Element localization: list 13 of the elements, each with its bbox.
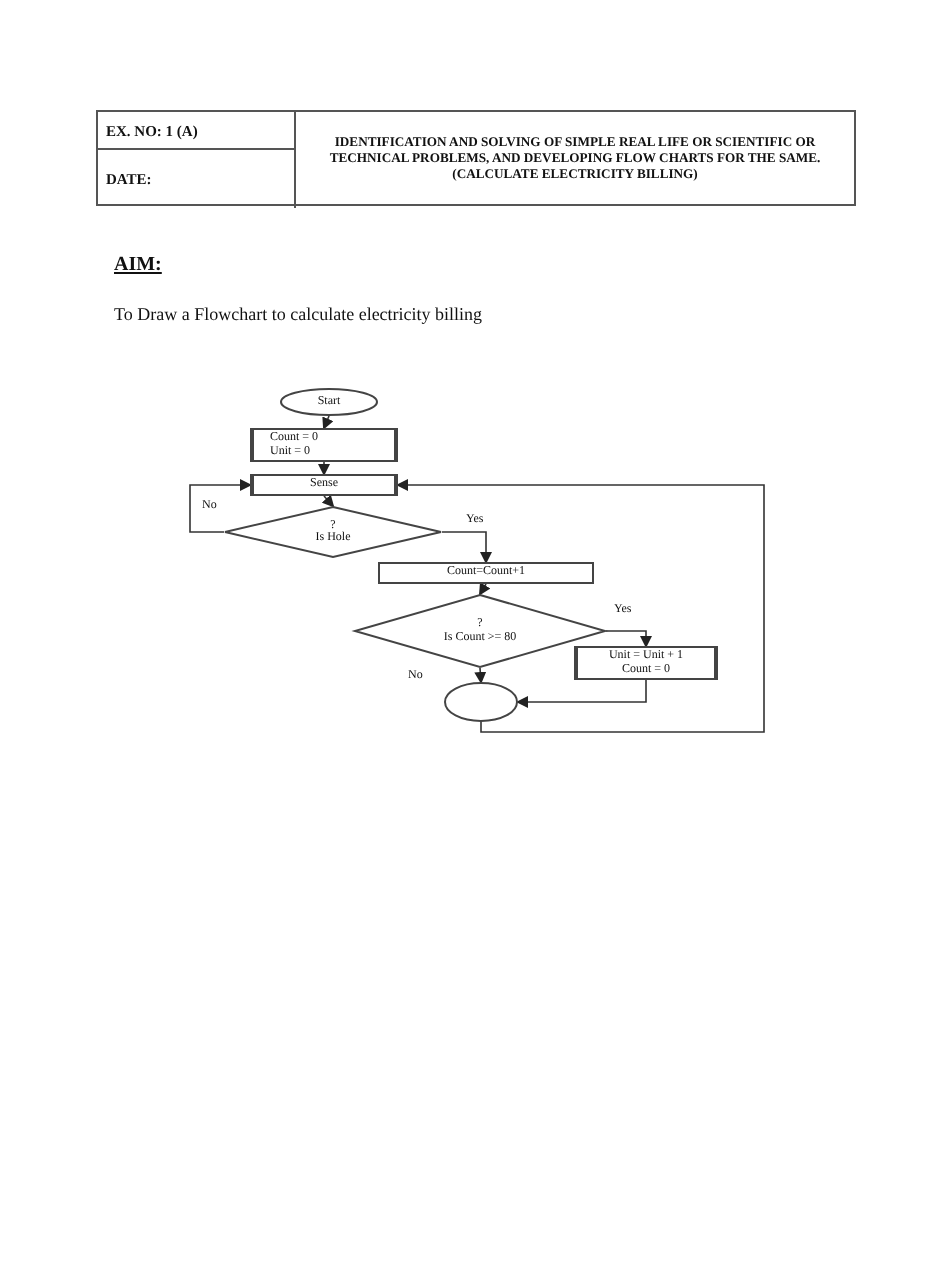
aim-text: To Draw a Flowchart to calculate electricity billing	[114, 304, 483, 324]
arrow	[478, 582, 491, 596]
arrow	[474, 667, 487, 684]
section-heading: AIM:	[114, 254, 162, 276]
arrow	[318, 461, 330, 476]
connector-circle	[444, 682, 518, 722]
arrow	[322, 415, 334, 430]
arrow	[321, 494, 335, 508]
arrow	[516, 679, 647, 708]
arrow	[605, 630, 652, 648]
arrow	[189, 479, 252, 533]
arrow	[396, 479, 765, 733]
arrow	[441, 531, 492, 564]
